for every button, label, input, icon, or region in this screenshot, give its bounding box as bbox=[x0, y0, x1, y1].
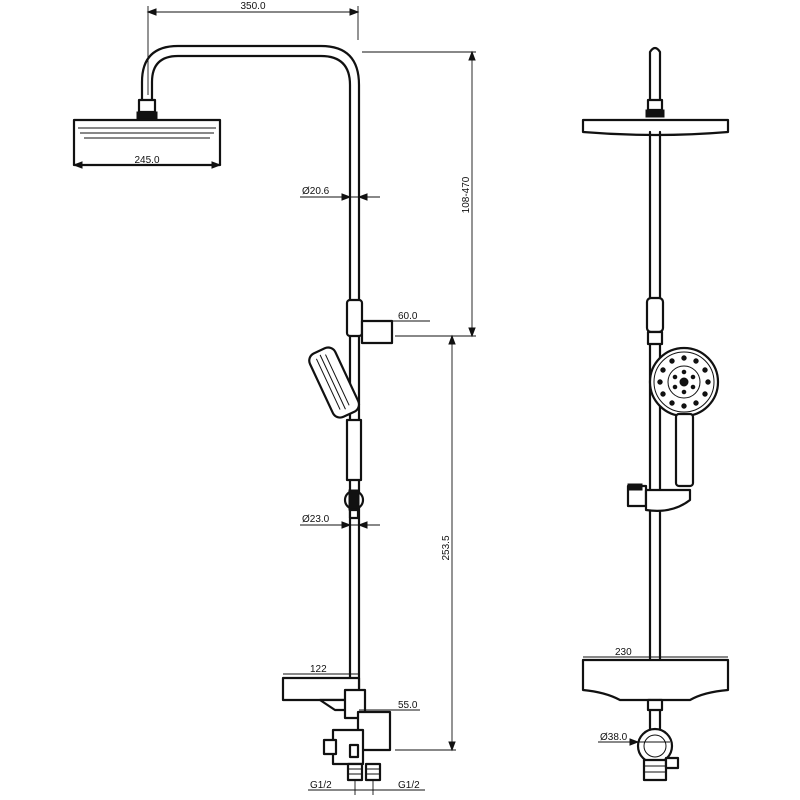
mixer-valve-side: 55.0 bbox=[322, 688, 420, 782]
label-shelf-depth: 122 bbox=[310, 664, 327, 675]
shelf-side: 122 bbox=[281, 664, 361, 712]
mixer-valve-front: Ø38.0 bbox=[598, 727, 680, 782]
front-holder bbox=[626, 483, 692, 512]
side-view: 350.0 245.0 Ø20.6 bbox=[72, 1, 476, 795]
label-height-range: 108-470 bbox=[461, 176, 472, 213]
front-pipe-top bbox=[648, 46, 662, 107]
label-inlet-left: G1/2 bbox=[310, 780, 332, 791]
hand-shower-front bbox=[648, 346, 720, 488]
label-slider-offset: 60.0 bbox=[398, 311, 418, 322]
label-head-diameter: 245.0 bbox=[134, 155, 159, 166]
arm-nut bbox=[136, 111, 158, 120]
shower-arm bbox=[140, 44, 361, 302]
dim-height-range: 108-470 bbox=[362, 50, 476, 338]
label-valve-offset: 55.0 bbox=[398, 700, 418, 711]
label-arm-width: 350.0 bbox=[240, 1, 265, 12]
shelf-front: 230 bbox=[581, 647, 730, 702]
label-pipe-upper: Ø20.6 bbox=[302, 186, 330, 197]
front-view: 230 Ø38.0 bbox=[581, 46, 730, 782]
dim-inlets: G1/2 G1/2 bbox=[308, 780, 425, 795]
dim-lower-height: 253.5 bbox=[395, 334, 456, 752]
label-lower-height: 253.5 bbox=[441, 535, 452, 560]
hand-shower-side bbox=[308, 346, 363, 482]
holder-knob bbox=[343, 489, 365, 520]
dim-pipe-lower: Ø23.0 bbox=[300, 514, 380, 529]
overhead-shower-head-front bbox=[581, 118, 730, 137]
label-inlet-right: G1/2 bbox=[398, 780, 420, 791]
label-valve-diameter: Ø38.0 bbox=[600, 732, 628, 743]
overhead-shower-head: 245.0 bbox=[72, 118, 222, 169]
dim-pipe-upper: Ø20.6 bbox=[300, 186, 380, 201]
arm-connector bbox=[137, 98, 157, 114]
dim-arm-width: 350.0 bbox=[146, 1, 360, 95]
label-pipe-lower: Ø23.0 bbox=[302, 514, 330, 525]
sliding-bracket: 60.0 bbox=[345, 298, 430, 345]
label-shelf-width: 230 bbox=[615, 647, 632, 658]
front-slider bbox=[645, 296, 665, 334]
